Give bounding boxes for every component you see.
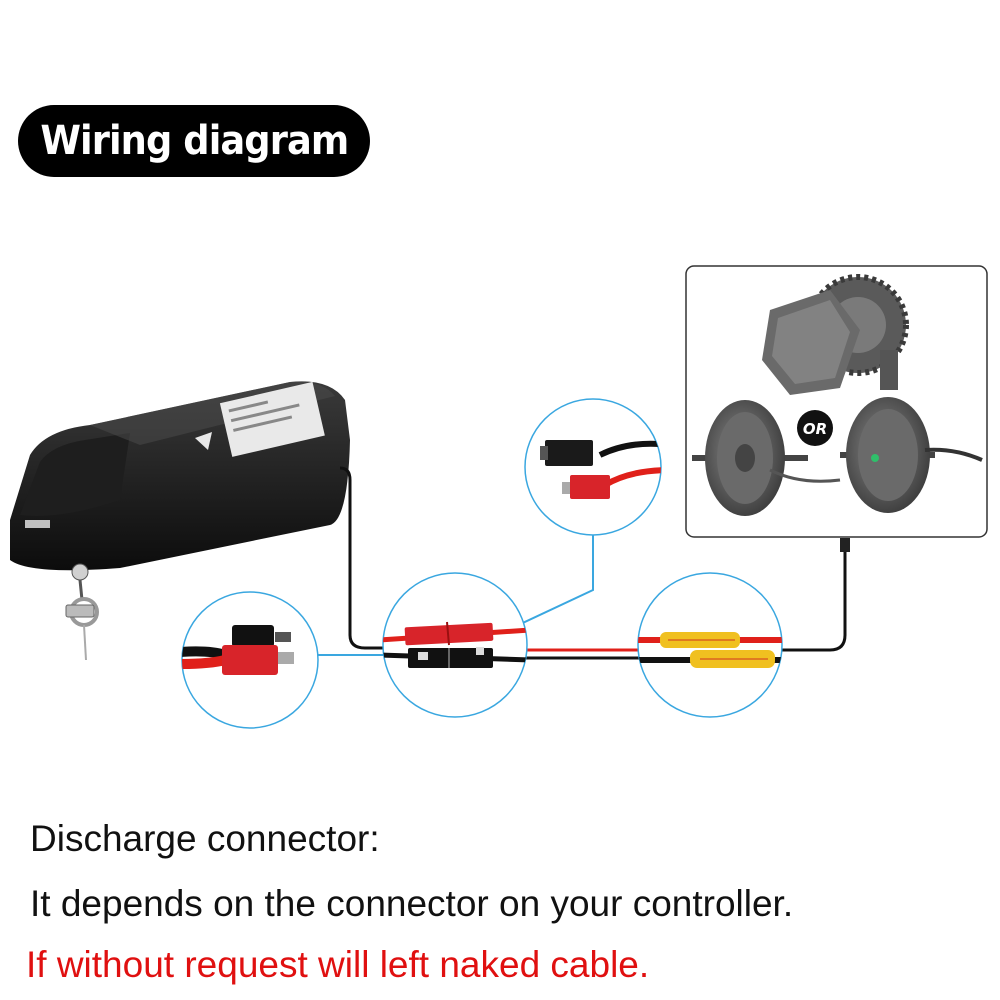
- callout-mated-connectors: [382, 572, 528, 718]
- callout-battery-connector: [181, 591, 319, 729]
- mid-drive-motor: [762, 274, 909, 395]
- caption-warning: If without request will left naked cable…: [26, 944, 650, 985]
- hub-motor-right: [840, 397, 983, 513]
- page-title: Wiring diagram: [40, 118, 349, 164]
- anderson-connector-red: [222, 645, 278, 675]
- or-badge: OR: [797, 410, 833, 446]
- hub-motor-left: [692, 400, 841, 516]
- key-icon: [65, 563, 99, 661]
- title-badge: Wiring diagram: [18, 105, 370, 177]
- caption-controller-note: It depends on the connector on your cont…: [30, 883, 794, 924]
- callout-solder-joint: [637, 572, 783, 718]
- callout-controller-connector: [524, 398, 662, 536]
- battery-cable: [339, 466, 385, 650]
- svg-text:OR: OR: [803, 420, 827, 438]
- motor-options-box: OR: [685, 265, 988, 538]
- controller-cable: [525, 538, 850, 660]
- battery-pack: [10, 381, 350, 571]
- anderson-connector-black: [232, 625, 274, 647]
- caption-discharge-connector: Discharge connector:: [30, 818, 380, 859]
- battery-label: [219, 381, 325, 457]
